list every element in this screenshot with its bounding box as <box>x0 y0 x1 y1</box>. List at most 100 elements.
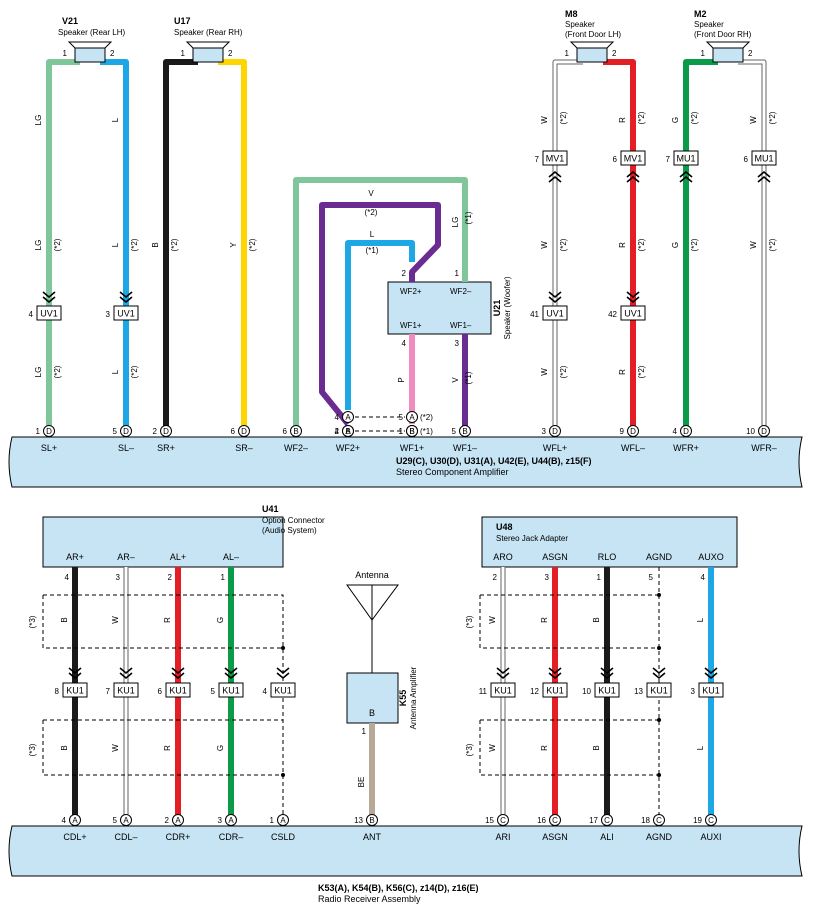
wire-color-label: V <box>368 189 374 198</box>
junction-dot <box>281 773 285 777</box>
radio-connector-letter: C <box>708 816 714 825</box>
rear-lh-speaker-icon-cone <box>67 41 113 49</box>
chevron-up-icon <box>757 175 771 183</box>
chevron-down-icon <box>42 296 56 304</box>
chevron-down-icon <box>119 296 133 304</box>
uv1-connector <box>620 305 646 321</box>
chevron-down-icon <box>119 672 133 680</box>
pin-number: 2 <box>228 49 233 58</box>
radio-terminal: ASGN <box>542 832 568 842</box>
u48-code: U48 <box>496 522 513 532</box>
pin-number: 6 <box>283 427 288 436</box>
wire-note: (*1) <box>366 246 379 255</box>
radio-terminal: ANT <box>363 832 382 842</box>
chevron-down-icon <box>548 296 562 304</box>
pin-number: 4 <box>701 573 706 582</box>
wire-color-label: L <box>111 369 120 374</box>
amp-connector-letter: D <box>552 427 558 436</box>
radio-connector-letter: A <box>228 816 234 825</box>
pin-number: 4 <box>29 310 34 319</box>
wire-color-label: G <box>216 745 225 751</box>
chevron-down-icon <box>119 291 133 299</box>
wire-y <box>218 59 247 428</box>
pin-number: 1 <box>701 49 706 58</box>
amp-connector-letter: A <box>345 427 351 436</box>
pin-number: 8 <box>55 687 60 696</box>
wire-note: (*3) <box>465 743 474 756</box>
wire-color-label: Y <box>229 242 238 248</box>
jumper-right <box>406 411 418 423</box>
ku1-connector <box>270 682 296 698</box>
radio-connector <box>120 814 132 826</box>
chevron-up-icon <box>757 170 771 178</box>
chevron-down-icon <box>171 667 185 675</box>
chevron-down-icon <box>600 672 614 680</box>
pin-number: 7 <box>106 687 111 696</box>
wire-note: (*1) <box>420 427 433 436</box>
pin-number: 2 <box>335 427 340 436</box>
pin-number: 17 <box>589 816 598 825</box>
pin-number: 16 <box>537 816 546 825</box>
uv1-connector-label: UV1 <box>117 309 135 319</box>
front-rh-speaker-icon-cone <box>705 41 751 49</box>
woofer-terminal: WF2+ <box>400 287 422 296</box>
antenna-amp-name: Antenna Amplifier <box>409 666 418 729</box>
amp-terminal: WF2+ <box>336 443 360 453</box>
wire-w-front-rh <box>738 60 766 428</box>
amp-connector-letter: D <box>241 427 247 436</box>
pin-number: 1 <box>565 49 570 58</box>
radio-connector <box>225 814 237 826</box>
radio-connector <box>69 814 81 826</box>
chevron-down-icon <box>276 672 290 680</box>
wire-note: (*2) <box>559 238 568 251</box>
amp-connector-letter: D <box>630 427 636 436</box>
pin-number: 11 <box>479 687 488 696</box>
u41-name: Option Connector <box>262 516 325 525</box>
component-boxes <box>8 281 803 877</box>
pin-number: 1 <box>36 427 41 436</box>
chevron-down-icon <box>548 291 562 299</box>
radio-terminal: ARI <box>495 832 510 842</box>
uv1-connector <box>113 305 139 321</box>
amp-connector <box>238 425 250 437</box>
amp-connector-letter: D <box>163 427 169 436</box>
u48-name: Stereo Jack Adapter <box>496 534 568 543</box>
wire-note: (*1) <box>464 371 473 384</box>
radio-name: Radio Receiver Assembly <box>318 894 421 904</box>
speaker-code: U17 <box>174 16 191 26</box>
chevron-up-icon <box>626 175 640 183</box>
shield-dashed-line <box>43 594 284 815</box>
radio-connector <box>549 814 561 826</box>
chevron-down-icon <box>68 667 82 675</box>
rear-rh-speaker-icon-cone <box>185 41 231 49</box>
pin-number: 3 <box>116 573 121 582</box>
chevron-down-icon <box>496 667 510 675</box>
pin-number: 1 <box>63 49 68 58</box>
junction-dot <box>657 646 661 650</box>
ku1-connector <box>542 682 568 698</box>
wire-note: (*3) <box>28 743 37 756</box>
amp-terminal: WFL+ <box>543 443 567 453</box>
pin-number: 1 <box>221 573 226 582</box>
pin-number: 19 <box>693 816 702 825</box>
amp-name: Stereo Component Amplifier <box>396 467 509 477</box>
amp-connector-letter: D <box>683 427 689 436</box>
pin-number: 2 <box>168 573 173 582</box>
shield-dashed-line <box>479 719 659 776</box>
chevron-down-icon <box>652 667 666 675</box>
pin-number: 2 <box>153 427 158 436</box>
uv1-connector-label: UV1 <box>546 309 564 319</box>
pin-number: 9 <box>620 427 625 436</box>
ku1-connector-label: KU1 <box>66 686 84 696</box>
wire-color-label: L <box>696 745 705 750</box>
amp-terminal: WFL– <box>621 443 645 453</box>
jumper-right-letter: A <box>409 413 415 422</box>
speaker-name: (Front Door RH) <box>694 30 752 39</box>
wire-note: (*2) <box>768 111 777 124</box>
option-connector-box <box>42 516 284 568</box>
wire-color-label: R <box>618 369 627 375</box>
woofer-terminal: WF1– <box>450 321 472 330</box>
amp-terminal: WF1– <box>453 443 477 453</box>
wire-color-label: L <box>111 117 120 122</box>
